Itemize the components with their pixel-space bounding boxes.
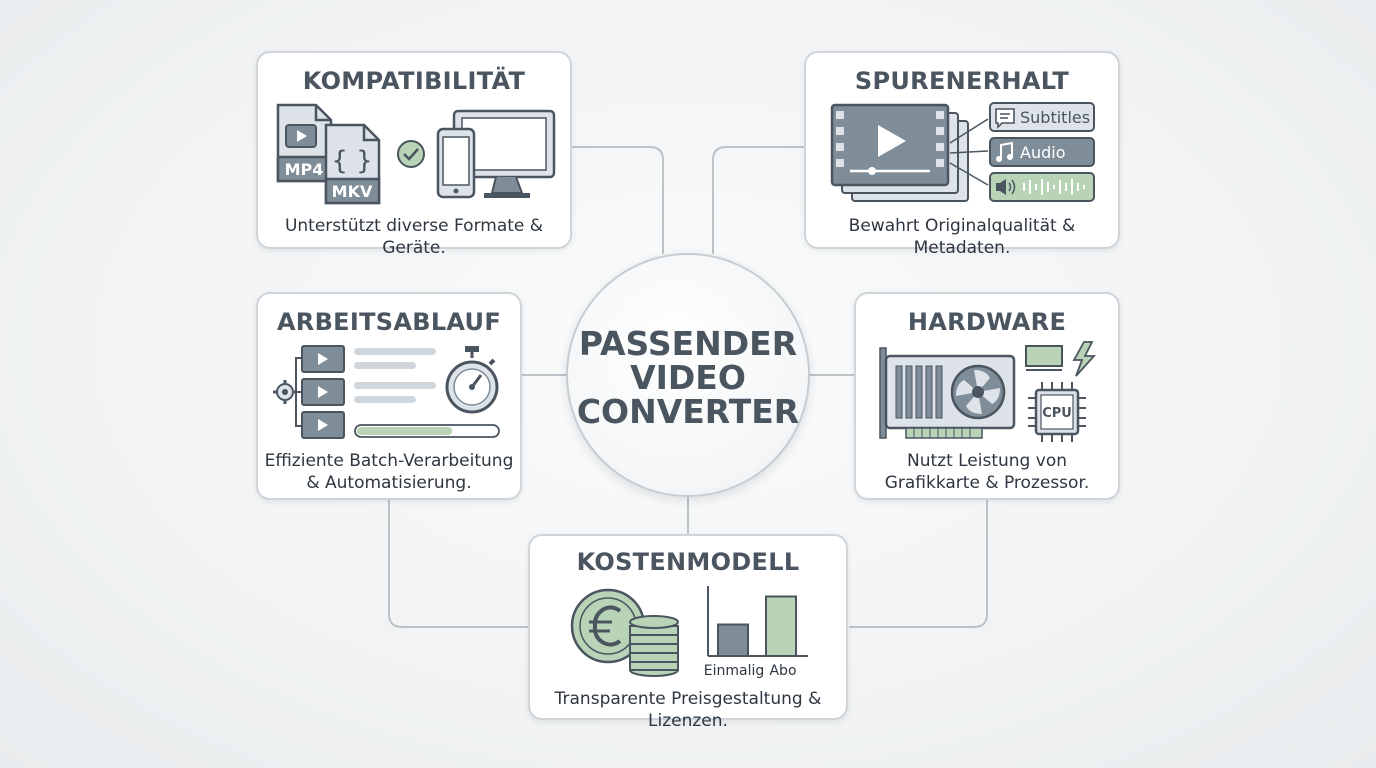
chart-label-einmalig: Einmalig <box>704 663 765 679</box>
mkv-label: MKV <box>332 182 373 201</box>
cpu-icon: CPU <box>1025 341 1097 442</box>
caption-line-1: Effiziente Batch-Verarbeitung <box>264 451 514 471</box>
chart-label-abo: Abo <box>769 663 796 679</box>
card-caption: Unterstützt diverse Formate & Geräte. <box>284 216 544 258</box>
devices-icon <box>436 109 556 199</box>
connector-hardware-cost <box>849 500 988 628</box>
svg-text:{ }: { } <box>331 146 372 176</box>
caption-line-2: Grafikkarte & Prozessor. <box>884 473 1090 493</box>
connector-compat <box>572 146 664 254</box>
music-note-icon <box>996 141 1013 162</box>
card-title: KOMPATIBILITÄT <box>302 67 526 95</box>
lightning-icon <box>1072 341 1097 377</box>
audio-label: Audio <box>1020 143 1065 162</box>
hub-circle: PASSENDER VIDEO CONVERTER <box>566 253 810 497</box>
card-title: KOSTENMODELL <box>576 548 800 576</box>
graphics-card-icon <box>879 347 1016 439</box>
subtitles-icon <box>995 108 1015 129</box>
waveform-icon <box>1023 179 1085 195</box>
check-icon <box>397 140 425 168</box>
hub-title-line-2: VIDEO <box>630 358 746 397</box>
progress-fill <box>357 427 453 435</box>
card-caption: Transparente Preisgestaltung & Lizenzen. <box>554 689 822 731</box>
chart-bar-abo <box>765 595 797 657</box>
connector-workflow-cost <box>388 500 528 628</box>
track-connectors <box>949 118 989 186</box>
caption-line-2: & Automatisierung. <box>306 473 472 493</box>
video-stack-icon <box>830 103 969 202</box>
task-lines <box>354 348 436 403</box>
memory-chip-icon <box>1025 345 1063 371</box>
card-caption: Bewahrt Originalqualität & Metadaten. <box>848 216 1076 258</box>
card-workflow: ARBEITSABLAUF <box>256 292 522 500</box>
connector-tracks <box>712 146 805 254</box>
card-track-preservation: SPURENERHALT Subtitles Audio <box>804 51 1120 258</box>
cost-chart: Einmalig Abo <box>704 586 808 679</box>
card-title: SPURENERHALT <box>854 67 1070 95</box>
card-cost-model: KOSTENMODELL Einmalig Abo Transparente P… <box>528 534 848 731</box>
card-title: HARDWARE <box>907 308 1067 336</box>
card-caption: Nutzt Leistung von Grafikkarte & Prozess… <box>856 450 1118 494</box>
stopwatch-icon <box>445 346 499 414</box>
batch-queue-icon <box>273 345 345 439</box>
chart-bar-einmalig <box>717 623 749 657</box>
card-caption: Effiziente Batch-Verarbeitung & Automati… <box>258 450 520 494</box>
hub-title: PASSENDER VIDEO CONVERTER <box>568 327 808 429</box>
speaker-icon <box>996 179 1016 195</box>
mp4-label: MP4 <box>285 160 324 179</box>
progress-bar <box>354 424 500 438</box>
caption-line-1: Nutzt Leistung von <box>906 451 1067 471</box>
file-formats-icon: MP4 { } MKV <box>276 103 381 205</box>
card-title: ARBEITSABLAUF <box>276 308 502 336</box>
card-compatibility: KOMPATIBILITÄT MP4 { } MKV Unterstützt d… <box>256 51 572 258</box>
gear-icon <box>273 380 297 404</box>
subtitles-label: Subtitles <box>1020 108 1090 127</box>
cpu-label: CPU <box>1042 406 1072 421</box>
hub-title-line-1: PASSENDER <box>578 324 798 363</box>
euro-coins-icon <box>570 588 679 677</box>
track-list: Subtitles Audio <box>989 102 1095 202</box>
hub-title-line-3: CONVERTER <box>576 392 800 431</box>
card-hardware: HARDWARE <box>854 292 1120 500</box>
